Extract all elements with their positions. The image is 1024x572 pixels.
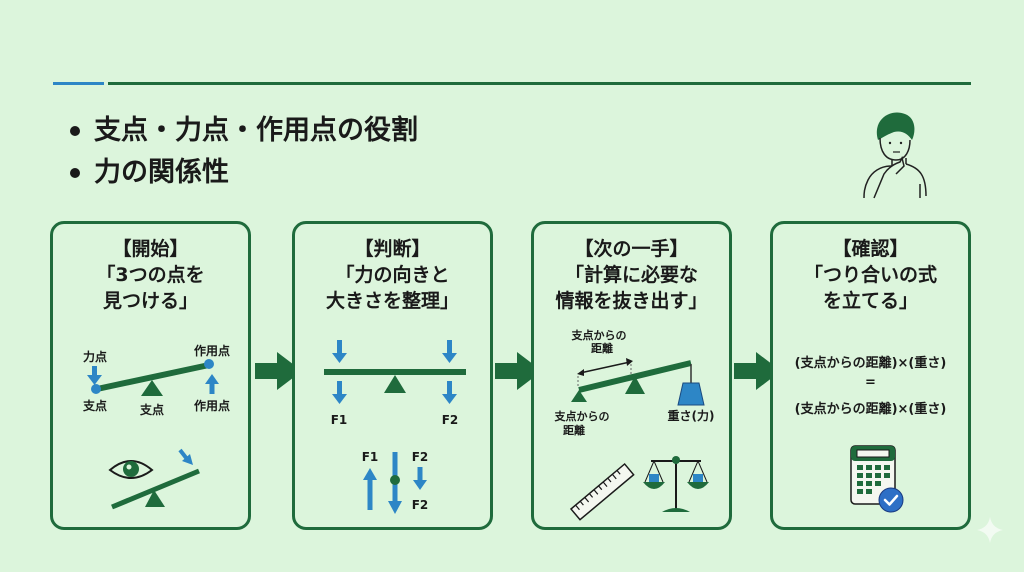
arrow-down-icon	[413, 467, 427, 490]
card-title-line: 情報を抜き出す」	[555, 290, 708, 312]
label-fulcrum-center: 支点	[139, 402, 164, 417]
label-f2-small-top: F2	[412, 450, 429, 464]
card-title: 【開始】 「3つの点を 見つける」	[53, 236, 248, 314]
bullet-text: 力の関係性	[94, 157, 229, 188]
lever-beam	[324, 369, 466, 375]
arrow-down-right-icon	[178, 448, 193, 465]
card-title: 【判断】 「力の向きと 大きさを整理」	[295, 236, 490, 314]
calculator-icon	[850, 445, 896, 505]
bullet-text: 支点・力点・作用点の役割	[94, 115, 418, 146]
step-card-next-move: 【次の一手】 「計算に必要な 情報を抜き出す」 支点からの 距離 支点からの 距…	[531, 221, 732, 530]
force-diagram: F1 F2 F1 F2 F2	[324, 340, 466, 514]
lever-diagram: 力点 作用点 支点 支点 作用点	[82, 343, 230, 510]
label-distance-bottom: 支点からの	[554, 409, 610, 423]
sparkle-icon	[977, 517, 1003, 543]
arrow-down-icon	[442, 340, 457, 363]
label-f2: F2	[442, 413, 459, 427]
header-accent-line-green	[108, 82, 971, 85]
label-f1-small: F1	[362, 450, 379, 464]
fulcrum-triangle-icon	[384, 375, 406, 393]
balance-scale-icon	[643, 456, 709, 512]
card-title-line: を立てる」	[822, 290, 918, 312]
bullet-list: 支点・力点・作用点の役割 力の関係性	[70, 110, 418, 194]
card-step-label: 【確認】	[832, 238, 909, 260]
load-point-dot	[204, 359, 214, 369]
formula-right: (支点からの距離)×(重さ)	[794, 402, 947, 417]
card-title-line: 「3つの点を	[96, 264, 205, 286]
label-load-top: 作用点	[194, 343, 230, 358]
arrow-down-icon	[332, 340, 347, 363]
formula-left: (支点からの距離)×(重さ)	[794, 356, 947, 371]
ruler-icon	[569, 462, 635, 521]
card-step-label: 【次の一手】	[574, 238, 689, 260]
step-card-confirm: 【確認】 「つり合いの式 を立てる」 (支点からの距離)×(重さ) = (支点か…	[770, 221, 971, 530]
header-accent-line-blue	[53, 82, 104, 85]
card-step-label: 【判断】	[354, 238, 431, 260]
end-triangle-icon	[571, 390, 587, 402]
thinking-person-icon	[863, 112, 927, 199]
arrow-down-icon	[332, 381, 347, 404]
label-weight: 重さ(力)	[668, 408, 715, 423]
bullet-item: 支点・力点・作用点の役割	[70, 110, 418, 152]
eye-icon	[108, 460, 154, 479]
card-title-line: 大きさを整理」	[325, 290, 459, 312]
card-title-line: 見つける」	[102, 290, 198, 312]
flow-arrow-icon	[734, 352, 781, 390]
label-distance-top: 距離	[591, 341, 613, 355]
label-fulcrum-left: 支点	[82, 398, 107, 413]
arrow-down-icon	[87, 366, 102, 385]
label-effort: 力点	[83, 349, 107, 364]
bullet-dot-icon	[70, 168, 80, 178]
fulcrum-point-dot	[91, 384, 101, 394]
check-icon	[878, 487, 904, 513]
bullet-item: 力の関係性	[70, 152, 418, 194]
card-title-line: 「つり合いの式	[803, 264, 937, 286]
label-load-bottom: 作用点	[194, 398, 230, 413]
distance-weight-diagram: 支点からの 距離 支点からの 距離 重さ(力)	[554, 328, 715, 521]
card-title-line: 「力の向きと	[335, 264, 450, 286]
label-f2-small-bottom: F2	[412, 498, 429, 512]
flow-arrow-icon	[495, 352, 542, 390]
pivot-dot	[390, 475, 400, 485]
lever-beam	[96, 362, 210, 392]
label-distance-bottom: 距離	[563, 423, 585, 437]
distance-arrow-icon	[577, 358, 633, 388]
arrow-up-icon	[363, 468, 377, 510]
bullet-dot-icon	[70, 126, 80, 136]
card-title-line: 「計算に必要な	[564, 264, 698, 286]
card-step-label: 【開始】	[112, 238, 189, 260]
arrow-down-icon	[442, 381, 457, 404]
step-card-judgement: 【判断】 「力の向きと 大きさを整理」 F1 F2 F1 F2 F2	[292, 221, 493, 530]
card-title: 【確認】 「つり合いの式 を立てる」	[773, 236, 968, 314]
flow-arrow-icon	[255, 352, 302, 390]
label-f1: F1	[331, 413, 348, 427]
fulcrum-triangle-icon	[141, 380, 163, 396]
card-title: 【次の一手】 「計算に必要な 情報を抜き出す」	[534, 236, 729, 314]
formula-equals: =	[865, 375, 876, 390]
step-card-start: 【開始】 「3つの点を 見つける」 力点 作用点 支点 支点 作用点	[50, 221, 251, 530]
weight-icon	[677, 382, 705, 406]
arrow-up-icon	[205, 374, 219, 394]
fulcrum-triangle-icon	[625, 376, 645, 394]
label-distance-top: 支点からの	[571, 328, 627, 342]
seesaw-icon	[111, 468, 200, 510]
